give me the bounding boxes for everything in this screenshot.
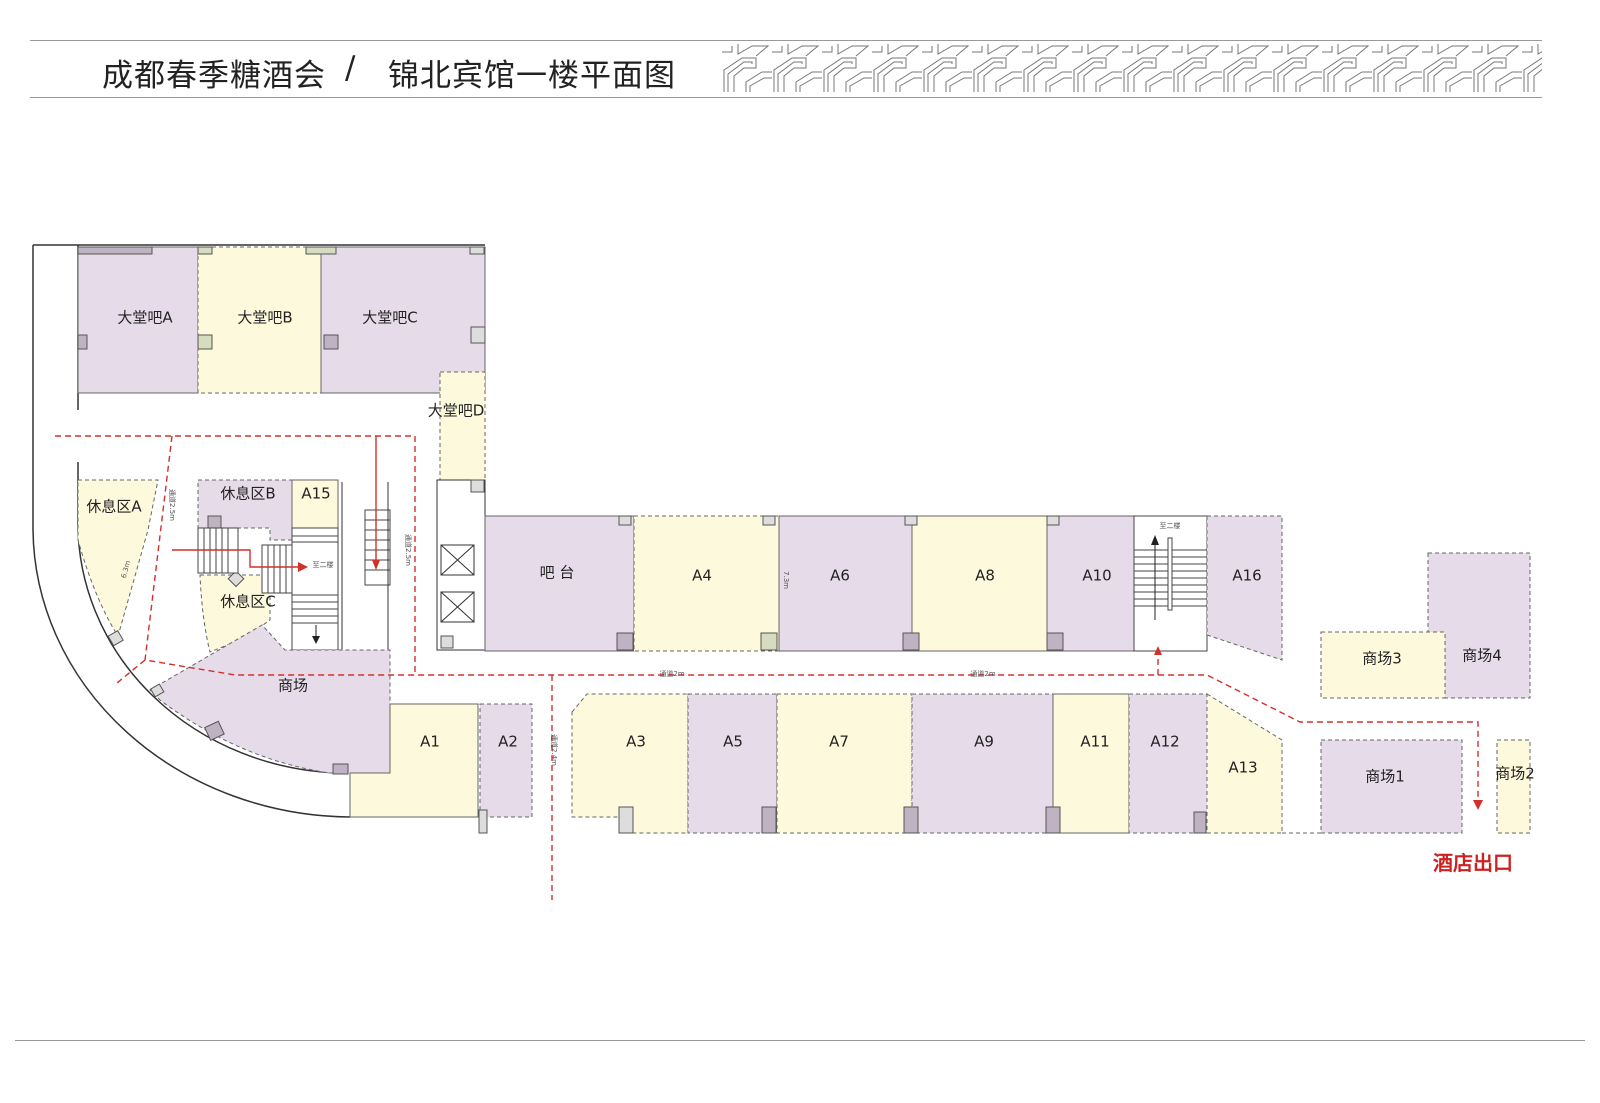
booth-a16[interactable]: A16 bbox=[1206, 515, 1283, 661]
svg-text:商场3: 商场3 bbox=[1362, 650, 1402, 668]
svg-text:大堂吧B: 大堂吧B bbox=[237, 309, 292, 327]
svg-text:A8: A8 bbox=[975, 567, 995, 585]
svg-text:A6: A6 bbox=[830, 567, 850, 585]
staircase-right bbox=[1133, 515, 1208, 652]
booth-a1[interactable]: A1 bbox=[349, 703, 479, 818]
svg-text:A12: A12 bbox=[1150, 733, 1179, 751]
svg-text:A3: A3 bbox=[626, 733, 646, 751]
booth-lobby-bar-a[interactable]: 大堂吧A bbox=[77, 246, 199, 394]
booth-lobby-bar-d[interactable]: 大堂吧D bbox=[428, 371, 486, 481]
svg-text:A9: A9 bbox=[974, 733, 994, 751]
svg-text:A4: A4 bbox=[692, 567, 712, 585]
svg-text:商场: 商场 bbox=[278, 677, 308, 695]
svg-text:大堂吧D: 大堂吧D bbox=[428, 402, 485, 420]
svg-text:A15: A15 bbox=[301, 485, 330, 503]
svg-text:A2: A2 bbox=[498, 733, 518, 751]
outer-wall bbox=[32, 244, 485, 818]
booth-a6[interactable]: A6 bbox=[778, 515, 913, 652]
title-separator: / bbox=[345, 50, 357, 86]
svg-text:A16: A16 bbox=[1232, 567, 1261, 585]
svg-text:大堂吧C: 大堂吧C bbox=[362, 309, 417, 327]
svg-text:商场1: 商场1 bbox=[1365, 768, 1405, 786]
booth-a9[interactable]: A9 bbox=[911, 693, 1054, 834]
booth-a13[interactable]: A13 bbox=[1206, 693, 1283, 834]
svg-text:A7: A7 bbox=[829, 733, 849, 751]
svg-text:休息区A: 休息区A bbox=[86, 498, 142, 516]
booth-a15[interactable]: A15 bbox=[291, 479, 339, 529]
booth-a10[interactable]: A10 bbox=[1046, 515, 1135, 652]
stair-label: 至二楼 bbox=[313, 560, 334, 569]
header-top-rule bbox=[30, 40, 1542, 41]
booth-lobby-bar-b[interactable]: 大堂吧B bbox=[197, 246, 322, 394]
booth-a3[interactable]: A3 bbox=[571, 693, 689, 834]
footer-rule bbox=[15, 1040, 1585, 1041]
booth-lobby-bar-c[interactable]: 大堂吧C bbox=[320, 246, 486, 394]
svg-text:吧 台: 吧 台 bbox=[540, 564, 575, 582]
title-event: 成都春季糖酒会 bbox=[102, 58, 326, 94]
svg-text:大堂吧A: 大堂吧A bbox=[117, 309, 173, 327]
booth-a7[interactable]: A7 bbox=[776, 693, 913, 834]
booth-a8[interactable]: A8 bbox=[911, 515, 1048, 652]
header-pattern bbox=[722, 44, 1542, 94]
booth-a2[interactable]: A2 bbox=[479, 703, 533, 818]
dimension-label: 7.3m bbox=[782, 571, 790, 589]
booth-mall-4[interactable]: 商场4 bbox=[1427, 552, 1531, 699]
svg-text:休息区B: 休息区B bbox=[220, 485, 275, 503]
corridor-label: 通道2.4m bbox=[550, 734, 559, 766]
booth-a4[interactable]: A4 bbox=[633, 515, 780, 652]
svg-text:商场2: 商场2 bbox=[1495, 765, 1535, 783]
svg-text:A10: A10 bbox=[1082, 567, 1111, 585]
booth-a12[interactable]: A12 bbox=[1128, 693, 1208, 834]
booth-mall-1[interactable]: 商场1 bbox=[1320, 739, 1463, 834]
booth-a11[interactable]: A11 bbox=[1052, 693, 1130, 834]
evacuation-route bbox=[55, 435, 1483, 900]
hotel-exit-label: 酒店出口 bbox=[1433, 851, 1513, 875]
booth-mall-3[interactable]: 商场3 bbox=[1320, 631, 1446, 699]
booth-mall[interactable]: 商场 bbox=[149, 624, 391, 774]
title-floor-plan: 锦北宾馆一楼平面图 bbox=[388, 58, 676, 94]
corridor-label: 通道2.5m bbox=[168, 489, 177, 521]
booth-mall-2[interactable]: 商场2 bbox=[1495, 739, 1535, 834]
corridor-label: 通道2m bbox=[970, 669, 995, 678]
svg-text:A13: A13 bbox=[1228, 759, 1257, 777]
svg-text:休息区C: 休息区C bbox=[220, 593, 275, 611]
svg-text:商场4: 商场4 bbox=[1462, 647, 1502, 665]
svg-text:A5: A5 bbox=[723, 733, 743, 751]
rest-area-a[interactable]: 休息区A bbox=[77, 479, 159, 638]
rest-area-c[interactable]: 休息区C bbox=[199, 574, 276, 653]
elevators bbox=[436, 479, 486, 651]
stair-label: 至二楼 bbox=[1160, 521, 1181, 530]
header-bottom-rule bbox=[30, 97, 1542, 98]
booth-bar-counter[interactable]: 吧 台 bbox=[484, 515, 635, 652]
svg-text:A1: A1 bbox=[420, 733, 440, 751]
svg-text:A11: A11 bbox=[1080, 733, 1109, 751]
corridor-label: 通道2.5m bbox=[404, 534, 413, 566]
corridor-label: 通道2m bbox=[659, 669, 684, 678]
